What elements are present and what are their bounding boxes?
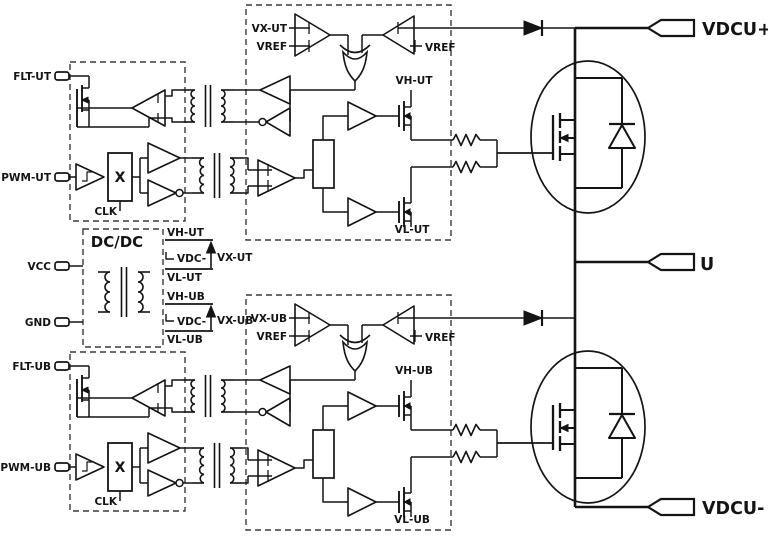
pwm-receive-and-latch [242,115,348,213]
desat-ref-label-bottom: VREF [425,332,456,344]
high-side-gate-fet [398,101,412,131]
flt-ub-terminal [54,361,70,371]
flt-ut-terminal [54,71,70,81]
high-side-gate-fet [398,391,412,421]
gnd-terminal [54,317,70,327]
gate-resistors [452,423,553,464]
fault-isolation-transformer [183,85,233,127]
comp-ref-label-bottom: VREF [256,331,287,343]
gate-rail-label-vh-ub: VH-UB [395,365,433,377]
monitor-comparators [289,13,451,57]
fault-drive-buffers [233,75,291,137]
pwm-input-path [69,142,192,211]
rail-label-vx-ut: VX-UT [217,252,253,264]
multiplier-label-bottom: X [115,460,126,476]
comp-in-label-bottom: VX-UB [251,313,287,325]
power-mosfet-low [530,350,646,504]
pwm-ub-terminal [54,462,70,472]
gate-rail-label-vl-ub: VL-UB [394,514,430,526]
pwm-input-path [69,432,192,501]
vdcu-plus-terminal [645,18,696,38]
pwm-isolation-transformer [192,443,242,488]
vdcu-minus-terminal [645,497,696,517]
desat-diode [523,20,544,36]
driver-channel-top [69,4,575,241]
fault-feedback-fet [69,75,165,128]
clk-label-top: CLK [94,206,117,218]
gate-output-stage [347,90,453,227]
rail-label-vh-ut: VH-UT [167,227,205,239]
desat-ref-label-top: VREF [425,42,456,54]
fault-isolation-transformer [183,375,233,417]
pwm-ut-terminal [54,172,70,182]
input-label-flt-ub: FLT-UB [12,361,51,373]
gate-resistors [452,133,553,174]
gate-rail-label-vl-ut: VL-UT [395,224,431,236]
dcdc-converter [69,228,217,348]
vcc-terminal [54,261,70,271]
dcdc-output-rails [165,239,217,332]
rail-label-vdc-top: VDC- [177,253,206,265]
fault-receive-amp [131,379,183,417]
power-mosfet-high [530,60,646,214]
gate-rail-label-vh-ut: VH-UT [396,75,434,87]
input-label-gnd: GND [25,317,51,329]
multiplier-label-top: X [115,170,126,186]
pwm-isolation-transformer [192,153,242,198]
input-terminals [54,71,70,472]
xor-gate [290,44,371,91]
comp-ref-label-top: VREF [256,41,287,53]
output-label-vdcu-minus: VDCU- [702,499,764,519]
comp-in-label-top: VX-UT [252,23,288,35]
power-stage [573,18,696,517]
output-label-vdcu-plus: VDCU+ [702,20,768,40]
low-side-gate-fet [398,487,412,517]
pwm-receive-and-latch [242,405,348,503]
rail-label-vx-ub: VX-UB [217,315,253,327]
output-label-u: U [700,255,714,275]
gate-output-stage [347,380,453,517]
input-label-flt-ut: FLT-UT [13,71,52,83]
driver-channel-bottom [69,294,575,531]
rail-label-vl-ut: VL-UT [167,272,203,284]
fault-receive-amp [131,89,183,127]
low-side-gate-fet [398,197,412,227]
fault-drive-buffers [233,365,291,427]
input-label-vcc: VCC [27,261,51,273]
fault-feedback-fet [69,365,165,418]
rail-label-vdc-bottom: VDC- [177,316,206,328]
rail-label-vl-ub: VL-UB [167,334,203,346]
input-label-pwm-ub: PWM-UB [0,462,51,474]
xor-gate [290,334,371,381]
clk-label-bottom: CLK [94,496,117,508]
input-label-pwm-ut: PWM-UT [1,172,52,184]
dcdc-title: DC/DC [91,233,143,251]
desat-diode [523,310,544,326]
rail-label-vh-ub: VH-UB [167,291,205,303]
dcdc-transformer [98,267,150,317]
u-terminal [645,252,696,272]
